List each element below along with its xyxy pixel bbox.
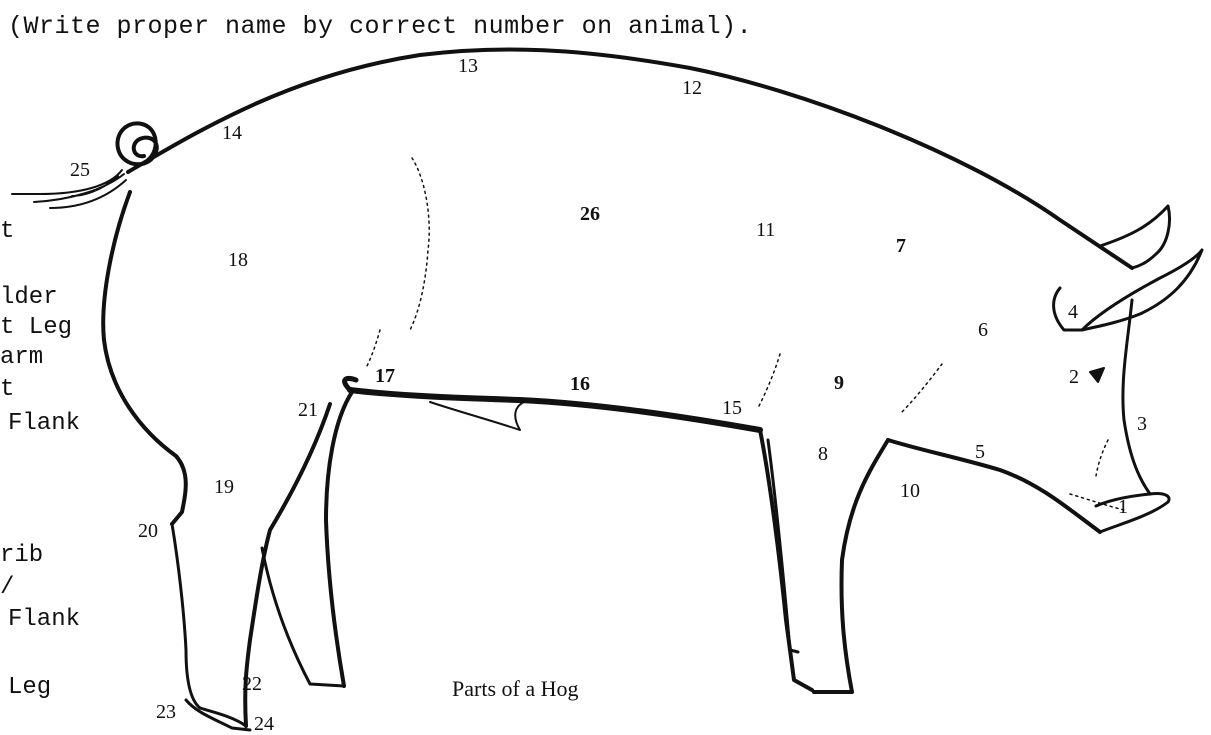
nose-contour	[1069, 493, 1125, 511]
part-number: 19	[214, 476, 234, 498]
hind-leg-inner	[324, 390, 354, 688]
part-number: 25	[70, 159, 90, 181]
belly-outline	[347, 387, 763, 433]
hind-hoof	[260, 546, 346, 688]
rump-outline	[101, 190, 188, 526]
elbow-contour	[757, 353, 781, 409]
cheek-contour	[1095, 439, 1109, 477]
part-number: 24	[254, 713, 274, 735]
side-term: rib	[0, 542, 44, 569]
back-outline	[126, 47, 1134, 270]
ham-contour	[409, 157, 430, 331]
part-number: 5	[975, 441, 985, 463]
belly-teat	[429, 401, 525, 431]
front-leg-back	[758, 428, 814, 692]
side-term: t	[0, 376, 15, 403]
part-number: 9	[834, 372, 844, 394]
part-number: 10	[900, 480, 920, 502]
part-number: 16	[570, 373, 590, 395]
jowl-outline	[886, 438, 1102, 534]
instruction-text: (Write proper name by correct number on …	[8, 12, 753, 41]
ear-front	[1080, 248, 1204, 332]
ear-back	[1098, 204, 1171, 270]
part-number: 15	[722, 397, 742, 419]
side-term: arm	[0, 344, 44, 371]
front-leg-inner	[766, 438, 800, 654]
side-term: lder	[0, 284, 58, 311]
stifle-outline	[342, 375, 359, 393]
part-number: 18	[228, 249, 248, 271]
part-number: 6	[978, 319, 988, 341]
part-number: 26	[580, 203, 600, 225]
part-number: 4	[1068, 301, 1078, 323]
side-term: Leg	[8, 674, 52, 701]
diagram-caption: Parts of a Hog	[452, 676, 579, 701]
part-number: 17	[375, 365, 395, 387]
hind-leg-rear	[170, 522, 248, 728]
part-number: 12	[682, 77, 702, 99]
snout-outline	[1094, 492, 1171, 534]
part-number: 14	[222, 122, 242, 144]
part-number: 3	[1137, 413, 1147, 435]
shoulder-contour	[899, 363, 943, 415]
tail-curl	[115, 121, 159, 167]
hind-leg-front	[243, 402, 332, 728]
part-number: 21	[298, 399, 318, 421]
side-term: t	[0, 218, 15, 245]
tail-switch	[11, 169, 127, 209]
part-number: 7	[896, 235, 906, 257]
part-number: 8	[818, 443, 828, 465]
front-leg-front	[812, 438, 890, 694]
hind-foot	[184, 698, 252, 732]
face-outline	[1121, 298, 1152, 496]
part-number: 20	[138, 520, 158, 542]
ear-base	[1052, 286, 1084, 332]
eye	[1089, 367, 1105, 383]
part-number: 23	[156, 701, 176, 723]
flank-contour	[365, 329, 381, 369]
side-term: t Leg	[0, 314, 73, 341]
part-number: 11	[756, 219, 776, 241]
side-term: Flank	[8, 606, 81, 633]
part-number: 1	[1118, 496, 1128, 518]
part-number: 13	[458, 55, 478, 77]
part-number: 22	[242, 673, 262, 695]
side-term: /	[0, 574, 15, 601]
part-number: 2	[1069, 366, 1079, 388]
side-term: Flank	[8, 410, 81, 437]
